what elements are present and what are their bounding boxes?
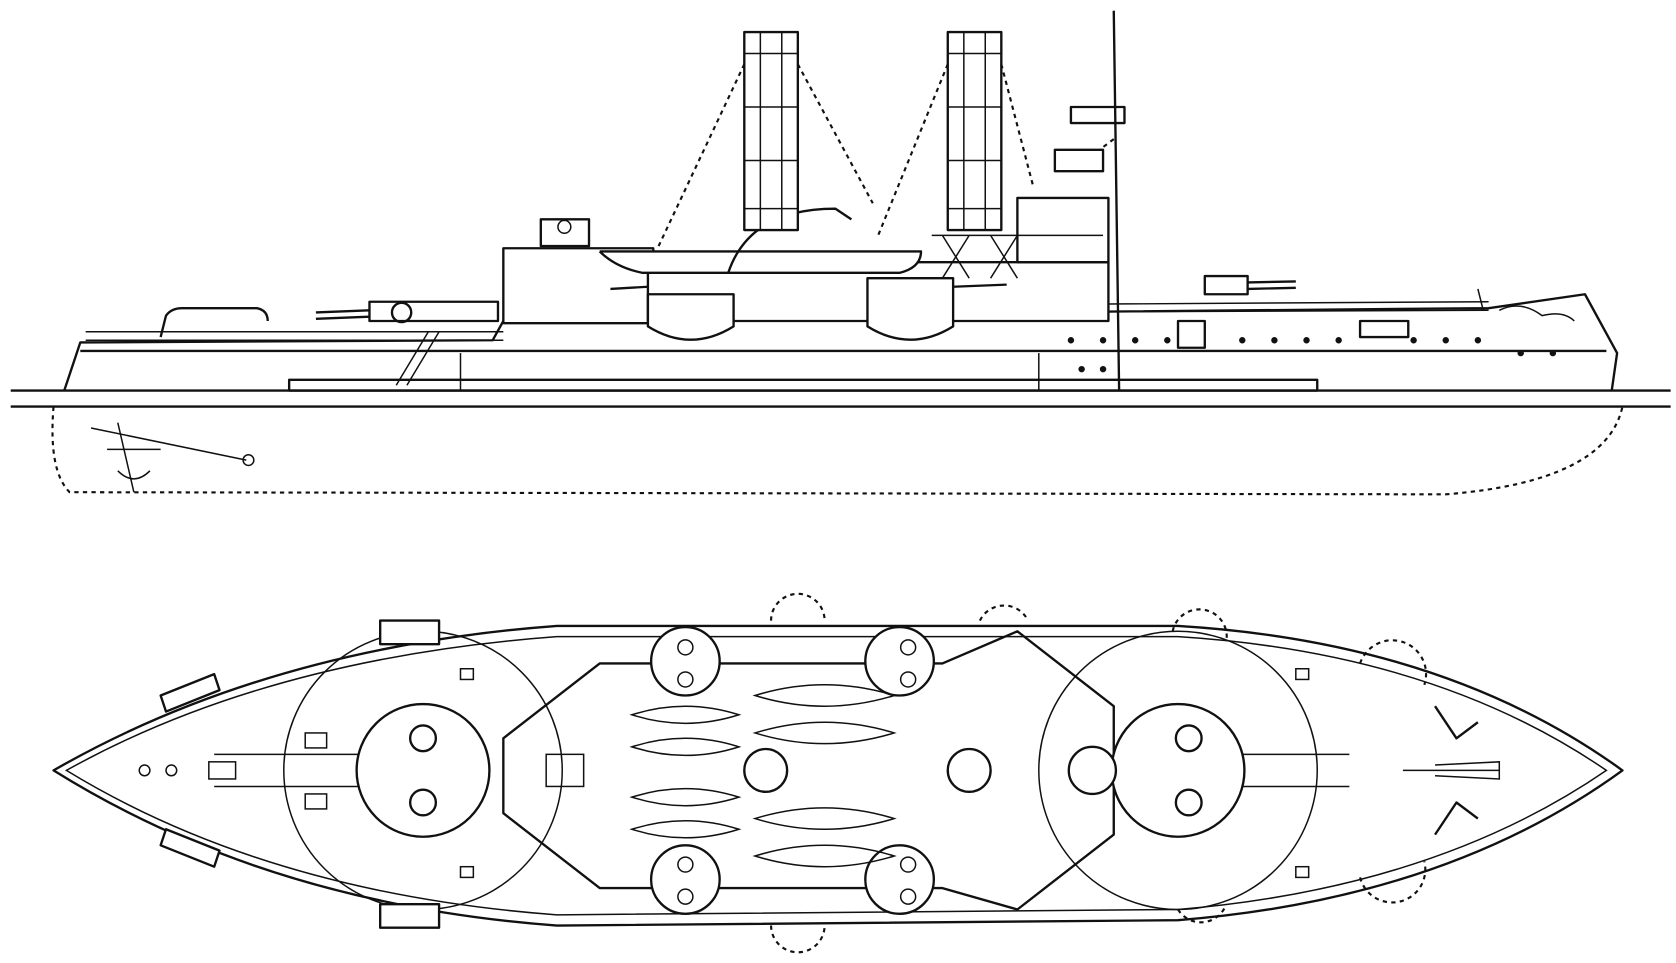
- sponsons: [159, 619, 441, 929]
- plan-hull-outline: [52, 624, 1624, 927]
- funnel-fwd-plan: [946, 747, 992, 793]
- casemate-gun: [1176, 319, 1206, 349]
- hatch: [545, 753, 585, 788]
- fighting-top: [1053, 148, 1105, 173]
- gun-barrel: [953, 283, 1007, 288]
- funnel-forward: [946, 30, 1003, 232]
- underwater-hull: [51, 406, 1624, 496]
- bow-spar: [1402, 761, 1501, 780]
- wing-turrets: [649, 625, 936, 915]
- mast: [1112, 10, 1121, 391]
- aft-bridge-davit: [159, 306, 269, 338]
- searchlight: [557, 219, 572, 235]
- plan-view: [52, 592, 1624, 954]
- superstructure-deck: [502, 630, 1115, 911]
- bow-anchor-gear: [1477, 288, 1575, 322]
- funnel-aft-plan: [743, 747, 789, 793]
- railing: [85, 300, 1489, 342]
- boat-profile: [598, 250, 923, 275]
- armor-belt: [287, 378, 1319, 392]
- profile-view: [10, 10, 1671, 496]
- deck-fittings: [138, 668, 1310, 879]
- accommodation-ladder: [395, 331, 440, 386]
- funnel-aft: [743, 30, 800, 232]
- wing-turret-fwd: [866, 277, 955, 341]
- anchor-stern: [90, 422, 255, 493]
- portholes: [1067, 337, 1557, 373]
- funnel-stays: [657, 63, 1115, 247]
- bow-anchors: [1434, 705, 1479, 836]
- aft-turret: [315, 300, 500, 324]
- bridge-bracing: [931, 234, 1104, 279]
- casemate-gun: [1358, 319, 1410, 339]
- gun-barrel: [610, 285, 648, 291]
- forward-turret: [1203, 274, 1296, 296]
- mast-plan: [1067, 745, 1118, 796]
- boat-davits-swing: [769, 592, 1428, 954]
- mast-top: [1069, 105, 1126, 125]
- forward-main-turret: [1110, 702, 1350, 838]
- ships-boats: [629, 684, 897, 868]
- aft-main-turret: [214, 702, 491, 838]
- bridge: [1016, 196, 1110, 264]
- plan-deck-edge: [64, 635, 1608, 916]
- wing-turret-aft: [646, 293, 735, 341]
